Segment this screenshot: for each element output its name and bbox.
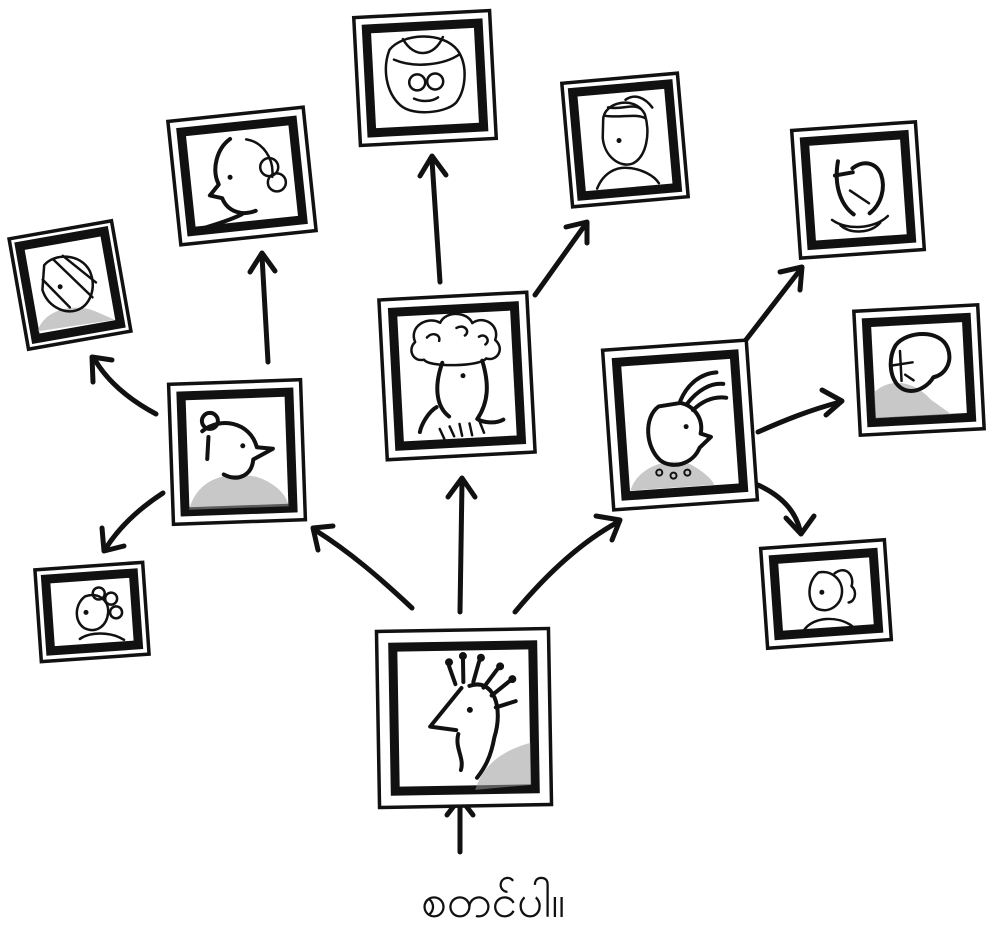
arrow-start-to-center <box>445 475 478 615</box>
right-top-portrait <box>789 119 927 261</box>
right-mid-far-portrait <box>852 303 986 437</box>
arrow-center-to-topright <box>532 219 590 298</box>
left-mid-portrait <box>166 377 308 527</box>
top-right-portrait <box>559 71 691 209</box>
center-mid-portrait <box>377 290 537 462</box>
top-portrait <box>351 8 499 148</box>
right-mid-portrait <box>600 338 760 512</box>
arrows <box>89 153 845 855</box>
arrow-right-to-rightbottom <box>755 482 817 537</box>
far-left-portrait <box>7 218 133 352</box>
start-caption: စတင်ပါ။ <box>420 874 566 928</box>
right-bottom-portrait <box>758 537 894 651</box>
arrow-left-to-lefttop <box>247 250 278 365</box>
arrow-right-to-righttop <box>739 264 805 348</box>
arrow-left-to-farleft <box>89 354 159 417</box>
bottom-left-portrait <box>33 560 151 664</box>
arrow-start-to-left <box>310 523 415 611</box>
arrow-start-to-right <box>512 513 623 615</box>
left-top-portrait <box>165 105 319 247</box>
arrow-center-to-top <box>417 153 449 285</box>
arrow-left-to-bottomleft <box>99 490 166 554</box>
start-portrait <box>374 626 554 810</box>
arrow-right-to-rightfar <box>755 387 845 435</box>
